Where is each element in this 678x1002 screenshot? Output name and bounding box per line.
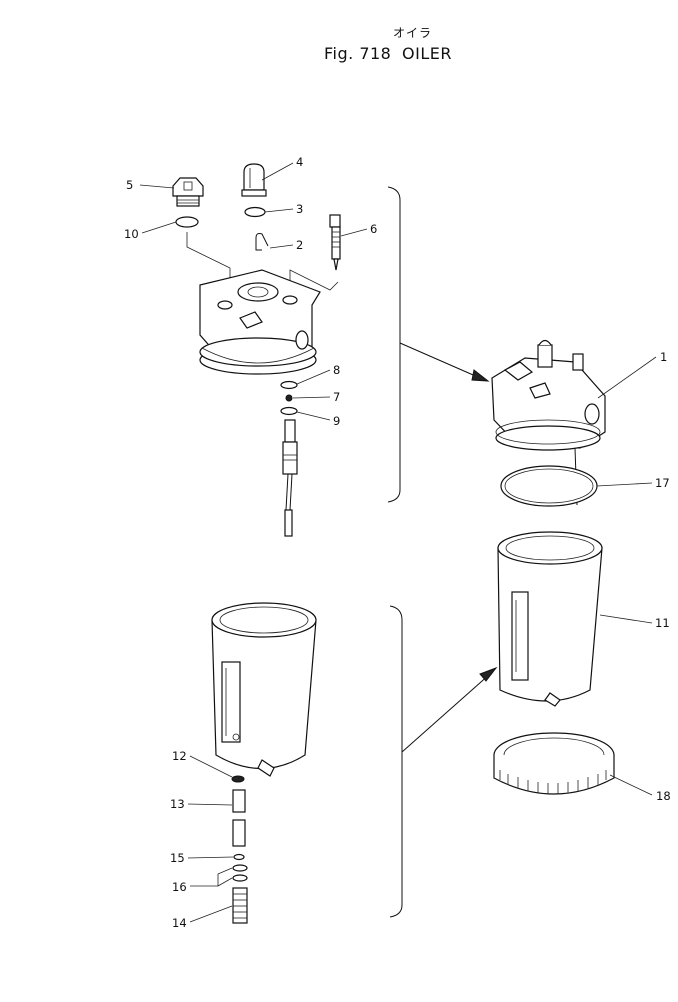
part-11-bowl: [497, 531, 603, 707]
callout-15: 15: [170, 851, 185, 865]
part-4-sight-glass: [241, 163, 267, 197]
callout-11: 11: [655, 616, 670, 630]
callout-9: 9: [333, 414, 340, 428]
leader-lines: [139, 162, 657, 923]
assembly-bracket-upper: [387, 186, 401, 503]
callout-13: 13: [170, 797, 185, 811]
figure-number: Fig. 718: [324, 44, 392, 63]
callout-4: 4: [296, 155, 303, 169]
siphon-tube: [282, 419, 298, 537]
part-17-o-ring-inner: [504, 468, 594, 504]
part-6-needle-valve: [329, 214, 341, 271]
part-2-clip: [255, 233, 269, 251]
part-8-o-ring: [280, 380, 298, 390]
part-15-o-ring: [233, 853, 245, 861]
callout-12: 12: [172, 749, 187, 763]
part-1-oiler-head: [491, 339, 606, 506]
callout-1: 1: [660, 350, 667, 364]
part-17-o-ring: [500, 465, 598, 507]
callout-16: 16: [172, 880, 187, 894]
part-14-drain-cock: [232, 887, 248, 924]
part-16-ring-b: [232, 874, 248, 882]
part-18-ring-nut: [493, 732, 615, 795]
figure-title: OILER: [402, 44, 452, 63]
part-9-o-ring: [280, 406, 298, 416]
part-13-sleeve-lower: [232, 819, 246, 847]
callout-18: 18: [656, 789, 671, 803]
part-16-ring-a: [232, 864, 248, 872]
callout-7: 7: [333, 390, 340, 404]
part-10-o-ring: [175, 216, 199, 228]
title-japanese: オイラ: [393, 26, 433, 40]
part-12-seal: [231, 775, 245, 783]
part-7-ball: [285, 394, 293, 402]
oiler-head-body: [199, 269, 321, 375]
assembly-arrow-lower: [401, 673, 491, 753]
callout-17: 17: [655, 476, 670, 490]
callout-14: 14: [172, 916, 187, 930]
arrowhead: [479, 666, 498, 682]
callout-6: 6: [370, 222, 377, 236]
part-5-plug: [172, 177, 204, 207]
bowl-exploded: [211, 602, 317, 777]
callout-3: 3: [296, 202, 303, 216]
callout-2: 2: [296, 238, 303, 252]
callout-5: 5: [126, 178, 133, 192]
assembly-arrow-upper: [399, 342, 481, 379]
callout-8: 8: [333, 363, 340, 377]
callout-10: 10: [124, 227, 139, 241]
part-3-o-ring: [244, 206, 266, 218]
part-13-sleeve: [232, 789, 246, 813]
arrowhead: [471, 369, 490, 382]
assembly-bracket-lower: [389, 605, 403, 918]
